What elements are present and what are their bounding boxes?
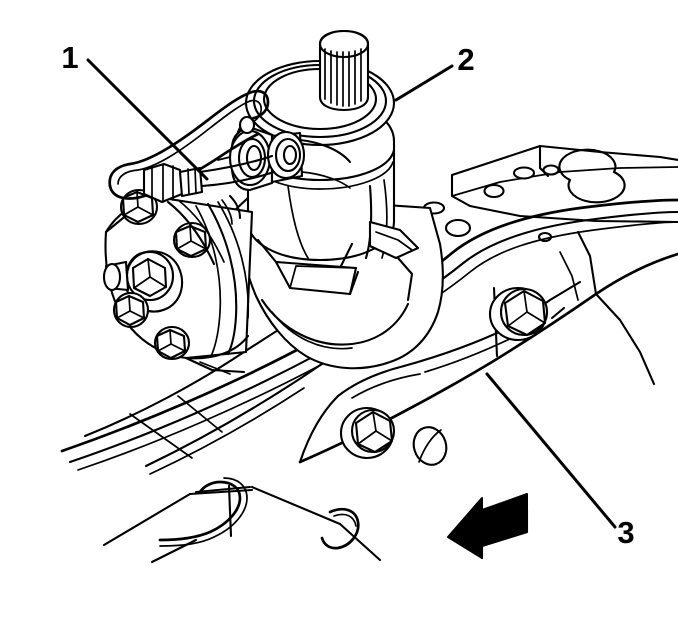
frame-hole-5 xyxy=(444,218,472,238)
hose-hex-fitting xyxy=(142,162,204,204)
callout-3-leader xyxy=(485,372,617,529)
frame-slot-large xyxy=(558,148,626,204)
bracket-drilled-hole xyxy=(412,426,448,466)
callout-1-label: 1 xyxy=(61,40,78,75)
callout-3-label: 3 xyxy=(617,515,634,550)
pump-assembly xyxy=(228,29,444,370)
flange-bolt-bottom xyxy=(153,325,191,361)
lower-hose-loop xyxy=(102,477,382,564)
callout-2-label: 2 xyxy=(457,42,474,77)
frame-hole-2 xyxy=(542,164,560,176)
callout-2-leader xyxy=(394,64,454,102)
frame-hole-1 xyxy=(512,166,536,180)
callout-group: 1 2 3 xyxy=(61,40,634,550)
flange-bolt-lower-left xyxy=(112,291,150,329)
hose-hairpin-loop xyxy=(108,89,276,266)
flange-bolt-mid-right xyxy=(172,221,212,259)
hex-bolt-lower xyxy=(339,406,396,460)
hex-bolt-upper xyxy=(488,286,566,342)
pump-port-right xyxy=(266,130,306,184)
mounting-flange-plate xyxy=(102,188,254,375)
callout-1-leader xyxy=(86,58,209,181)
frame-hole-3 xyxy=(483,183,505,199)
knurled-adjuster-stem xyxy=(318,29,370,112)
direction-of-view-arrow xyxy=(447,493,529,560)
